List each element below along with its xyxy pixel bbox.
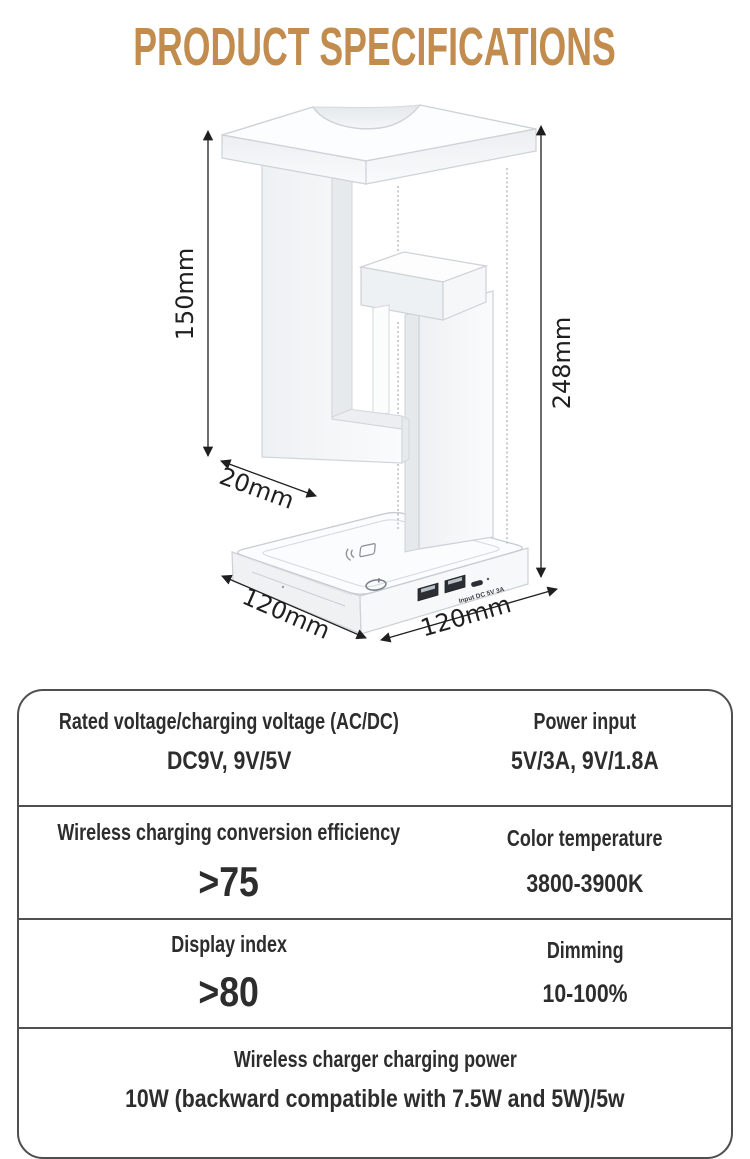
spec-label: Power input bbox=[533, 708, 637, 734]
lamp-head-top-face bbox=[221, 104, 537, 162]
floating-arm-piece bbox=[261, 163, 410, 464]
page-title-text: PRODUCT SPECIFICATIONS bbox=[133, 17, 617, 77]
dim-label-248mm: 248mm bbox=[548, 317, 576, 410]
suspension-strings bbox=[397, 168, 508, 545]
base-column-front-face bbox=[418, 290, 494, 550]
levitation-strut bbox=[372, 304, 390, 417]
spec-label: Dimming bbox=[546, 937, 624, 964]
spec-row-display-index: Display index >80 Dimming 10-100% bbox=[19, 918, 731, 1027]
spec-row-efficiency: Wireless charging conversion efficiency … bbox=[19, 805, 731, 918]
base-slot-dot bbox=[281, 585, 285, 589]
base-column bbox=[358, 251, 494, 553]
spec-cell-display-index: Display index >80 bbox=[19, 920, 439, 1027]
product-diagram: Input DC 5V 3A 150mm 248mm bbox=[171, 104, 576, 645]
spec-label: Color temperature bbox=[507, 825, 663, 852]
spec-cell-color-temperature: Color temperature 3800-3900K bbox=[439, 807, 731, 918]
spec-value: 10-100% bbox=[542, 980, 628, 1009]
spec-row-charging-power: Wireless charger charging power 10W (bac… bbox=[19, 1027, 731, 1159]
spec-value: DC9V, 9V/5V bbox=[166, 747, 292, 776]
spec-value: 3800-3900K bbox=[526, 870, 644, 899]
spec-cell-conversion-efficiency: Wireless charging conversion efficiency … bbox=[19, 807, 439, 918]
product-spec-page: { "title": {"text": "PRODUCT SPECIFICATI… bbox=[0, 17, 750, 1159]
spec-cell-charging-power: Wireless charger charging power 10W (bac… bbox=[19, 1029, 731, 1159]
spec-label: Display index bbox=[171, 930, 287, 957]
spec-row-voltage: Rated voltage/charging voltage (AC/DC) D… bbox=[19, 691, 731, 805]
wireless-charging-icon bbox=[345, 543, 376, 561]
usb-c-port bbox=[471, 580, 483, 587]
spec-value: >80 bbox=[198, 967, 260, 1015]
spec-value: 10W (backward compatible with 7.5W and 5… bbox=[125, 1085, 625, 1114]
spec-value: >75 bbox=[198, 857, 260, 905]
spec-label: Wireless charger charging power bbox=[233, 1046, 517, 1072]
lamp-head bbox=[221, 104, 537, 185]
spec-value: 5V/3A, 9V/1.8A bbox=[511, 747, 659, 776]
spec-cell-power-input: Power input 5V/3A, 9V/1.8A bbox=[439, 691, 731, 805]
dim-line-120mm-right bbox=[380, 586, 558, 643]
port-indicator-dot bbox=[486, 577, 490, 581]
usb-a-port-2-tongue bbox=[448, 577, 462, 585]
column-cap-right-face bbox=[442, 265, 487, 321]
page-title: PRODUCT SPECIFICATIONS bbox=[0, 17, 750, 77]
spec-table: Rated voltage/charging voltage (AC/DC) D… bbox=[17, 689, 733, 1159]
spec-cell-dimming: Dimming 10-100% bbox=[439, 920, 731, 1027]
spec-label: Wireless charging conversion efficiency bbox=[57, 819, 401, 846]
dim-line-20mm bbox=[220, 459, 317, 498]
dim-label-150mm: 150mm bbox=[171, 248, 199, 341]
dim-line-120mm-left bbox=[221, 574, 367, 640]
spec-label: Rated voltage/charging voltage (AC/DC) bbox=[59, 708, 400, 734]
floating-column-side-face bbox=[331, 170, 353, 418]
base-pad-outline bbox=[262, 519, 500, 588]
floating-arm-end-face bbox=[401, 415, 410, 464]
dim-label-20mm: 20mm bbox=[216, 462, 298, 515]
spec-cell-rated-voltage: Rated voltage/charging voltage (AC/DC) D… bbox=[19, 691, 439, 805]
